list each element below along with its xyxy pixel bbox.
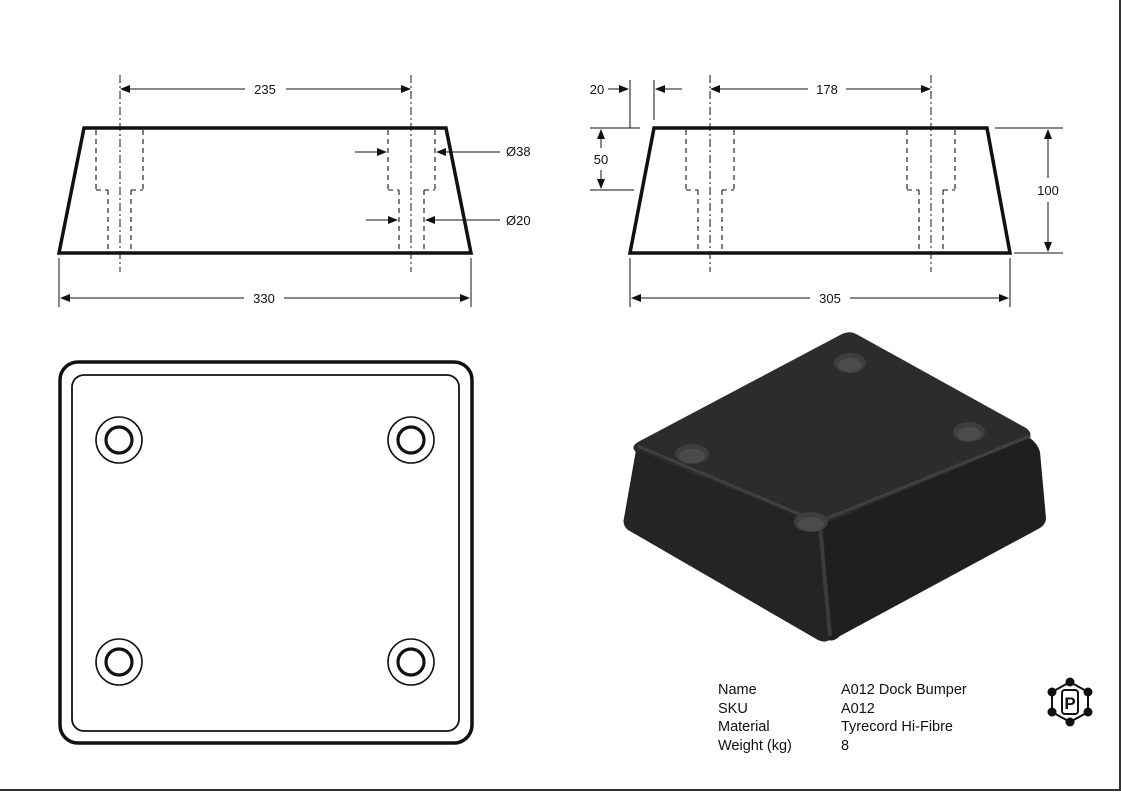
brand-logo: P	[1047, 677, 1093, 727]
spec-value: A012 Dock Bumper	[841, 682, 967, 698]
dim-label: 20	[590, 82, 604, 97]
plan-outer-outline	[58, 360, 474, 745]
mounting-hole	[95, 638, 143, 686]
mounting-hole	[387, 416, 435, 464]
dim-label: Ø38	[506, 144, 531, 159]
spec-row: Name A012 Dock Bumper	[718, 681, 967, 700]
spec-label: SKU	[718, 700, 748, 717]
dim-hole-diameter: Ø20	[366, 213, 531, 228]
side-elevation-view: 20 178 50 100	[590, 75, 1063, 307]
spec-label: Material	[718, 719, 770, 735]
dim-counterbore-depth: 50	[590, 127, 640, 191]
spec-row: SKU A012	[718, 700, 967, 719]
front-elevation-view: 235 Ø38 Ø20 330	[56, 75, 531, 307]
isometric-render	[623, 332, 1046, 642]
bumper-corner-highlight	[818, 525, 832, 637]
spec-value: Tyrecord Hi-Fibre	[841, 719, 953, 735]
dim-height: 100	[995, 127, 1063, 254]
right-hole-hidden-lines	[906, 130, 956, 251]
render-hole	[675, 444, 709, 464]
logo-letter: P	[1064, 694, 1075, 713]
dim-hole-spacing-front: 235	[120, 82, 411, 97]
sheet-border	[1119, 0, 1121, 790]
spec-label: Name	[718, 682, 757, 698]
spec-value: 8	[841, 737, 850, 754]
dim-base-length: 330	[58, 258, 472, 307]
dim-label: 100	[1037, 183, 1059, 198]
spec-row: Weight (kg) 8	[718, 737, 967, 756]
bumper-right-face	[824, 438, 1046, 641]
dim-label: 178	[816, 82, 838, 97]
render-hole	[953, 422, 985, 442]
dim-label: 305	[819, 291, 841, 306]
side-outline	[627, 126, 1013, 255]
dim-counterbore-diameter: Ø38	[355, 144, 531, 159]
render-hole	[794, 512, 828, 532]
hole-center-lines	[709, 75, 932, 272]
mounting-hole	[95, 416, 143, 464]
dim-hole-spacing-side: 178	[710, 82, 931, 97]
hole-center-lines	[119, 75, 412, 272]
dim-label: Ø20	[506, 213, 531, 228]
dim-label: 50	[594, 152, 608, 167]
dim-label: 330	[253, 291, 275, 306]
spec-row: Material Tyrecord Hi-Fibre	[718, 718, 967, 737]
right-hole-hidden-lines	[387, 130, 436, 251]
sheet-border	[0, 789, 1121, 791]
front-outline	[56, 126, 474, 255]
left-hole-hidden-lines	[685, 130, 735, 251]
spec-value: A012	[841, 700, 875, 717]
left-hole-hidden-lines	[95, 130, 144, 251]
mounting-hole	[387, 638, 435, 686]
bumper-left-face	[623, 450, 832, 642]
plan-view	[58, 360, 474, 745]
plan-inner-outline	[71, 374, 460, 732]
dim-base-width: 305	[629, 258, 1011, 307]
dim-label: 235	[254, 82, 276, 97]
dim-taper-offset: 20	[590, 80, 682, 128]
render-hole	[834, 353, 866, 373]
spec-label: Weight (kg)	[718, 737, 792, 754]
